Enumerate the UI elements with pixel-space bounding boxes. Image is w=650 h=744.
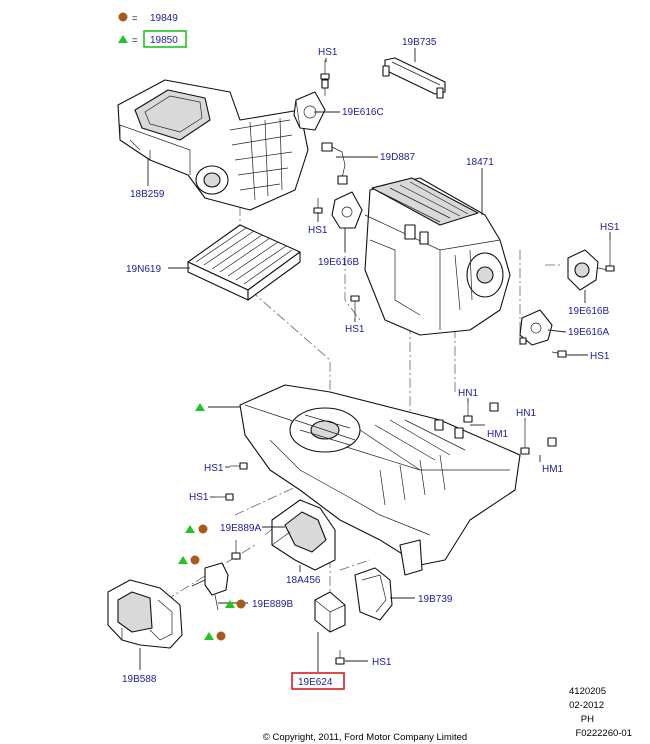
legend-brown-dot [118,12,128,22]
label-hs1-d[interactable]: HS1 [600,222,620,233]
label-hs1-a[interactable]: HS1 [318,47,338,58]
actuator-19E616C [293,79,329,131]
label-19E624[interactable]: 19E624 [298,677,333,688]
module-19E624 [314,591,346,633]
label-hs1-c[interactable]: HS1 [345,324,365,335]
label-19B588[interactable]: 19B588 [122,674,157,685]
legend-green-triangle [118,35,128,43]
bracket-19B735 [382,57,446,99]
screw-hs1-g [215,493,234,501]
label-19E616B-right[interactable]: 19E616B [568,306,609,317]
actuator-19E616B-right [567,249,609,291]
label-19B735[interactable]: 19B735 [402,37,437,48]
legend-equals-2: = [132,35,138,46]
label-19E616B-left[interactable]: 19E616B [318,257,359,268]
label-hn1-b[interactable]: HN1 [516,408,536,419]
screw-hs1-e [551,350,569,358]
label-19D887[interactable]: 19D887 [380,152,415,163]
label-hm1-b[interactable]: HM1 [542,464,564,475]
label-19E616A[interactable]: 19E616A [568,327,609,338]
clip-hm1-a [489,402,499,412]
cabin-filter-19N619 [187,224,301,301]
service-kit-markers [178,403,246,641]
sensor-19E889A [231,540,241,560]
green-triangle-marker-1 [195,403,205,411]
label-hs1-g[interactable]: HS1 [189,492,209,503]
part-labels: 19B735 HS1 19E616C 19D887 18471 18B259 H… [122,37,620,690]
legend-equals-1: = [132,13,138,24]
screw-hs1-h [335,650,345,665]
leader-lines [139,48,611,672]
legend-code-19850: 19850 [150,35,178,46]
blower-housing-18B259 [117,79,309,211]
label-hs1-f[interactable]: HS1 [204,463,224,474]
legend-code-19849: 19849 [150,13,178,24]
brown-dot-marker-2 [198,524,208,534]
footer-date: 02-2012 [569,700,604,711]
legend-19850-highlight-box [143,30,187,48]
label-19E616C[interactable]: 19E616C [342,107,384,118]
label-19B739[interactable]: 19B739 [418,594,453,605]
green-triangle-marker-5 [204,632,214,640]
screw-hs1-c [350,295,360,318]
brown-dot-marker-5 [216,631,226,641]
brown-dot-marker-4 [236,599,246,609]
legend: = 19849 = 19850 [118,12,187,48]
footer-code-2: PH [581,714,594,725]
footer-code-1: 4120205 [569,686,606,697]
label-18B259[interactable]: 18B259 [130,189,165,200]
clip-hm1-b [547,437,557,447]
lower-hvac-base [239,384,521,576]
seal-19B739 [354,567,393,621]
label-18A456[interactable]: 18A456 [286,575,321,586]
footer-figure-id: F0222260-01 [575,728,632,739]
valve-19E889B [191,562,229,611]
fasteners [215,60,615,665]
hvac-case-18471 [364,177,511,336]
footer: 4120205 02-2012 PH F0222260-01 © Copyrig… [263,686,632,743]
green-triangle-marker-2 [185,525,195,533]
gasket-18A456 [271,499,336,571]
label-19E624-highlight-box [291,672,345,690]
assembly-centerlines [149,170,560,611]
label-19E889B[interactable]: 19E889B [252,599,293,610]
label-19E889A[interactable]: 19E889A [220,523,261,534]
nut-hn1-a [463,400,473,423]
label-hn1-a[interactable]: HN1 [458,388,478,399]
label-18471[interactable]: 18471 [466,157,494,168]
label-19N619[interactable]: 19N619 [126,264,161,275]
actuator-19E616B-left [331,191,363,229]
label-hs1-b[interactable]: HS1 [308,225,328,236]
label-hm1-a[interactable]: HM1 [487,429,509,440]
label-hs1-h[interactable]: HS1 [372,657,392,668]
harness-19D887 [321,142,348,185]
actuator-19E616A [519,309,553,346]
label-hs1-e[interactable]: HS1 [590,351,610,362]
green-triangle-marker-3 [178,556,188,564]
green-triangle-marker-4 [225,600,235,608]
screw-hs1-d [605,238,615,272]
screw-hs1-a [320,60,330,80]
screw-hs1-b [313,198,323,214]
brown-dot-marker-3 [190,555,200,565]
nut-hn1-b [520,420,530,455]
footer-copyright: © Copyright, 2011, Ford Motor Company Li… [263,732,467,743]
screw-hs1-f [230,462,248,470]
duct-19B588 [107,579,183,649]
